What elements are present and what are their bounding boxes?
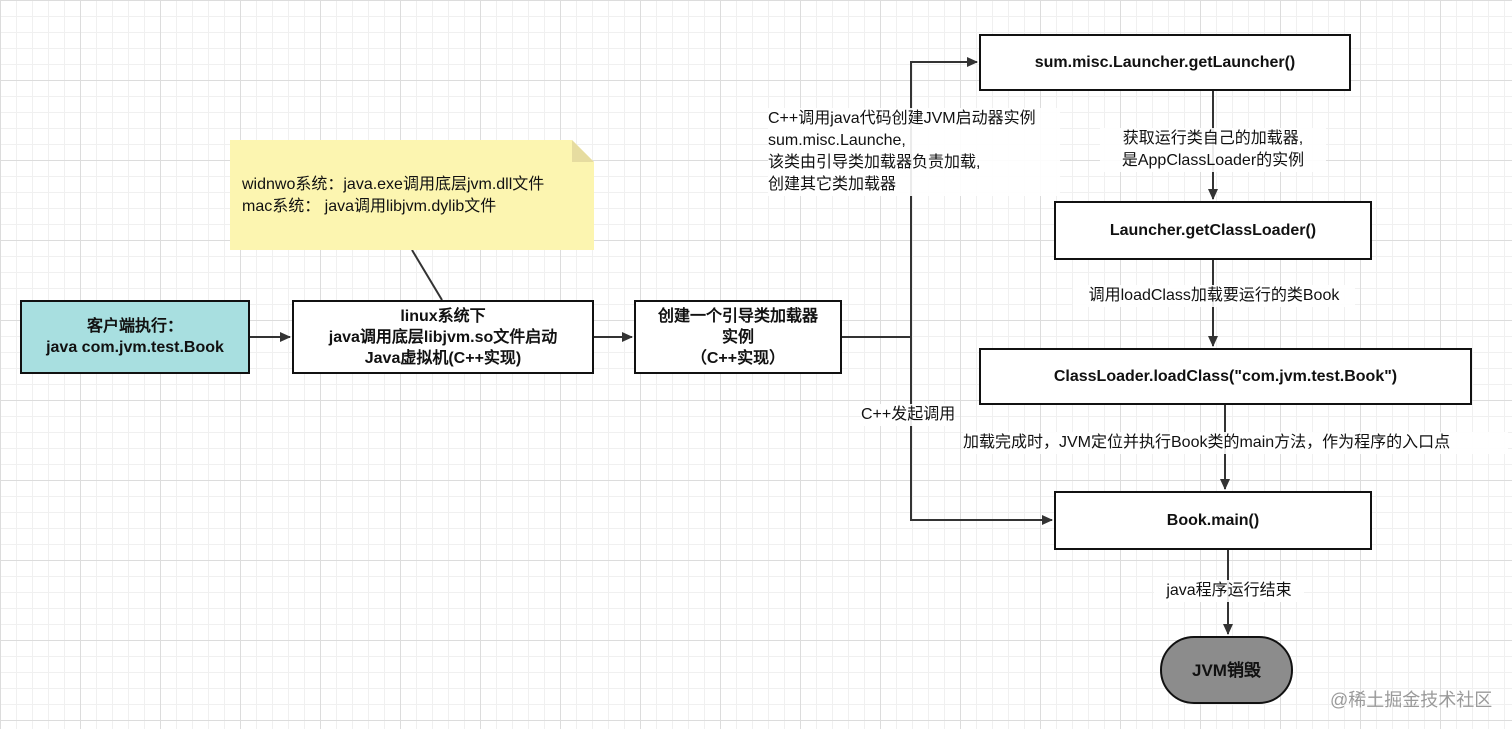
node-jvm-destroy[interactable]: JVM销毁 <box>1160 636 1293 704</box>
node-book-main[interactable]: Book.main() <box>1054 491 1372 550</box>
node-load-class[interactable]: ClassLoader.loadClass("com.jvm.test.Book… <box>979 348 1472 405</box>
sticky-note <box>230 140 594 250</box>
node-create-bootstrap-loader-label: 创建一个引导类加载器 实例 （C++实现） <box>657 307 818 367</box>
node-get-classloader[interactable]: Launcher.getClassLoader() <box>1054 201 1372 260</box>
edge-label-cpp-invoke: C++发起调用 <box>861 404 956 426</box>
node-get-classloader-label: Launcher.getClassLoader() <box>1109 222 1317 239</box>
node-get-launcher-label: sum.misc.Launcher.getLauncher() <box>1034 54 1296 71</box>
note-connector <box>411 249 443 301</box>
node-load-class-label: ClassLoader.loadClass("com.jvm.test.Book… <box>1053 368 1398 385</box>
node-linux-start-jvm[interactable]: linux系统下 java调用底层libjvm.so文件启动 Java虚拟机(C… <box>292 300 594 374</box>
edge-label-cpp-create-launcher: C++调用java代码创建JVM启动器实例 sum.misc.Launche, … <box>768 108 1060 196</box>
watermark: @稀土掘金技术社区 <box>1330 690 1493 710</box>
edge-bootstrap-bookmain <box>910 337 1053 525</box>
sticky-note-text: widnwo系统：java.exe调用底层jvm.dll文件 mac系统： ja… <box>242 176 545 215</box>
node-create-bootstrap-loader[interactable]: 创建一个引导类加载器 实例 （C++实现） <box>634 300 842 374</box>
node-client-execute[interactable]: 客户端执行： java com.jvm.test.Book <box>20 300 250 374</box>
edge-label-call-loadclass: 调用loadClass加载要运行的类Book <box>1073 285 1355 307</box>
edge-bootstrap-launcher <box>842 57 978 338</box>
edge-label-program-end: java程序运行结束 <box>1154 580 1304 602</box>
node-client-execute-label: 客户端执行： java com.jvm.test.Book <box>46 318 224 356</box>
node-get-launcher[interactable]: sum.misc.Launcher.getLauncher() <box>979 34 1351 91</box>
edge-label-load-complete: 加载完成时，JVM定位并执行Book类的main方法，作为程序的入口点 <box>963 432 1508 454</box>
edge-label-get-own-loader: 获取运行类自己的加载器, 是AppClassLoader的实例 <box>1100 128 1326 172</box>
node-book-main-label: Book.main() <box>1166 512 1260 529</box>
node-jvm-destroy-label: JVM销毁 <box>1192 660 1261 680</box>
node-linux-start-jvm-label: linux系统下 java调用底层libjvm.so文件启动 Java虚拟机(C… <box>328 307 558 367</box>
